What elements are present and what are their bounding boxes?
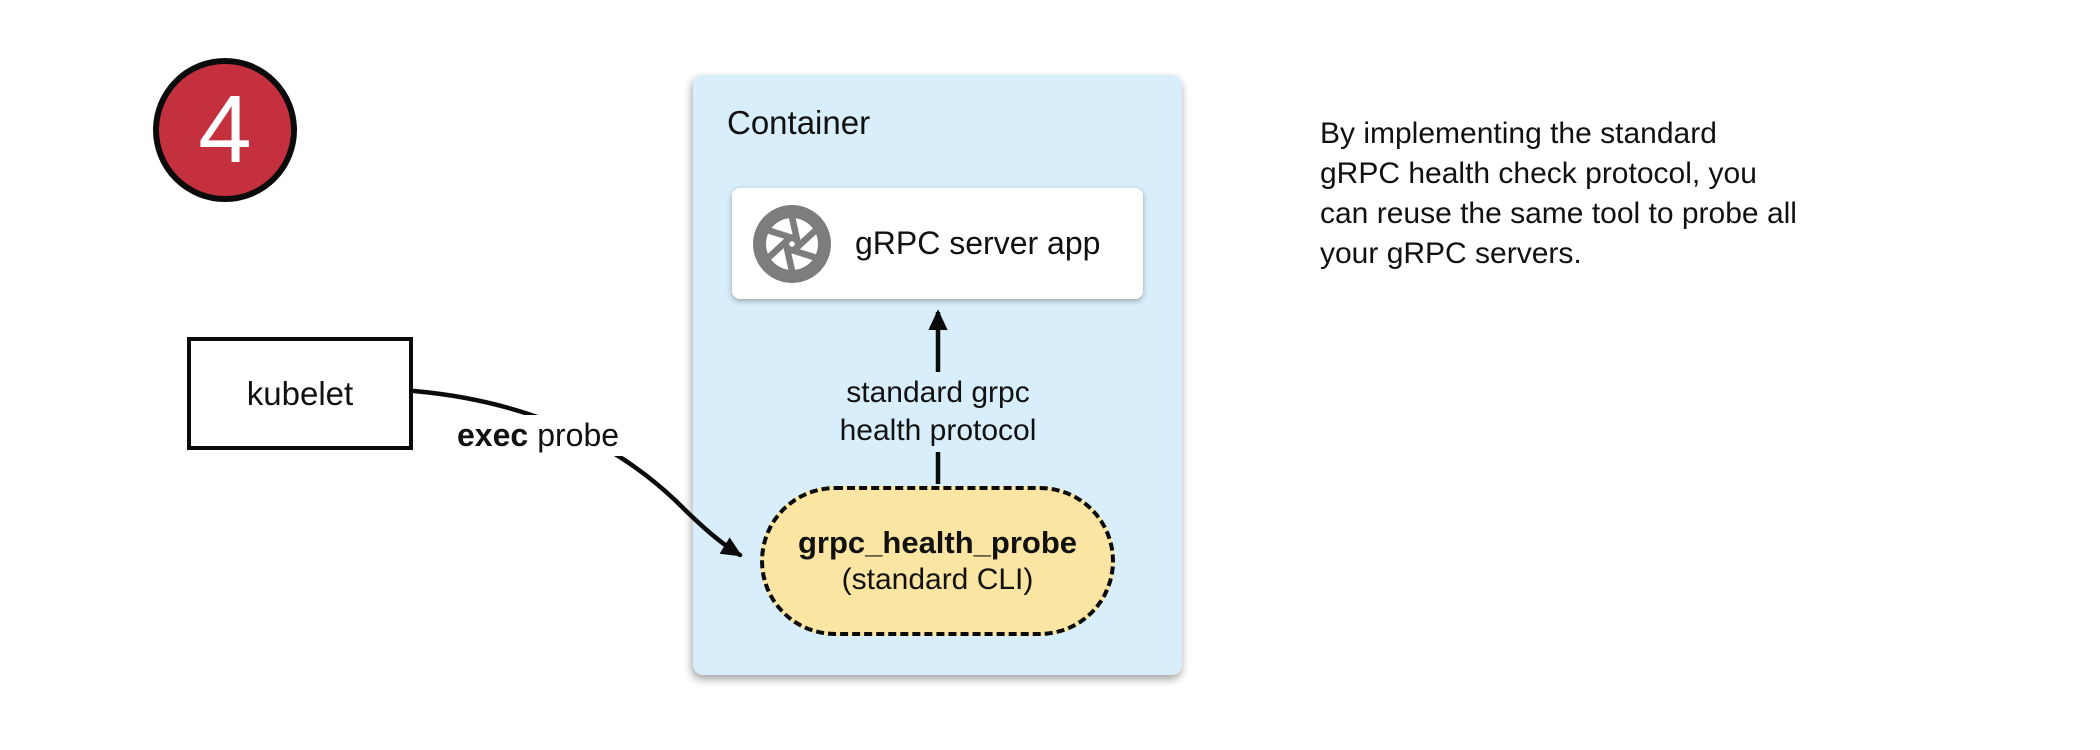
step-number: 4	[198, 76, 252, 183]
aperture-icon	[752, 204, 832, 284]
note-paragraph: By implementing the standard gRPC health…	[1320, 114, 1920, 274]
exec-label-rest: probe	[537, 417, 620, 453]
kubelet-node: kubelet	[187, 337, 413, 450]
health-protocol-line1: standard grpc	[846, 376, 1030, 409]
note-line: can reuse the same tool to probe all	[1320, 197, 1797, 230]
grpc-health-probe-subtitle: (standard CLI)	[841, 563, 1034, 596]
step-number-badge: 4	[153, 58, 297, 202]
grpc-server-app-node: gRPC server app	[732, 188, 1143, 299]
health-protocol-edge-label: standard grpc health protocol	[831, 372, 1045, 452]
note-line: By implementing the standard	[1320, 117, 1717, 150]
grpc-server-app-label: gRPC server app	[855, 225, 1101, 261]
exec-label-bold: exec	[457, 417, 529, 453]
kubelet-label: kubelet	[246, 374, 354, 412]
note-line: gRPC health check protocol, you	[1320, 157, 1757, 190]
container-label: Container	[727, 104, 871, 141]
health-protocol-line2: health protocol	[839, 414, 1037, 447]
grpc-health-probe-title: grpc_health_probe	[797, 525, 1078, 560]
grpc-health-probe-node: grpc_health_probe (standard CLI)	[760, 486, 1115, 636]
note-line: your gRPC servers.	[1320, 237, 1582, 270]
